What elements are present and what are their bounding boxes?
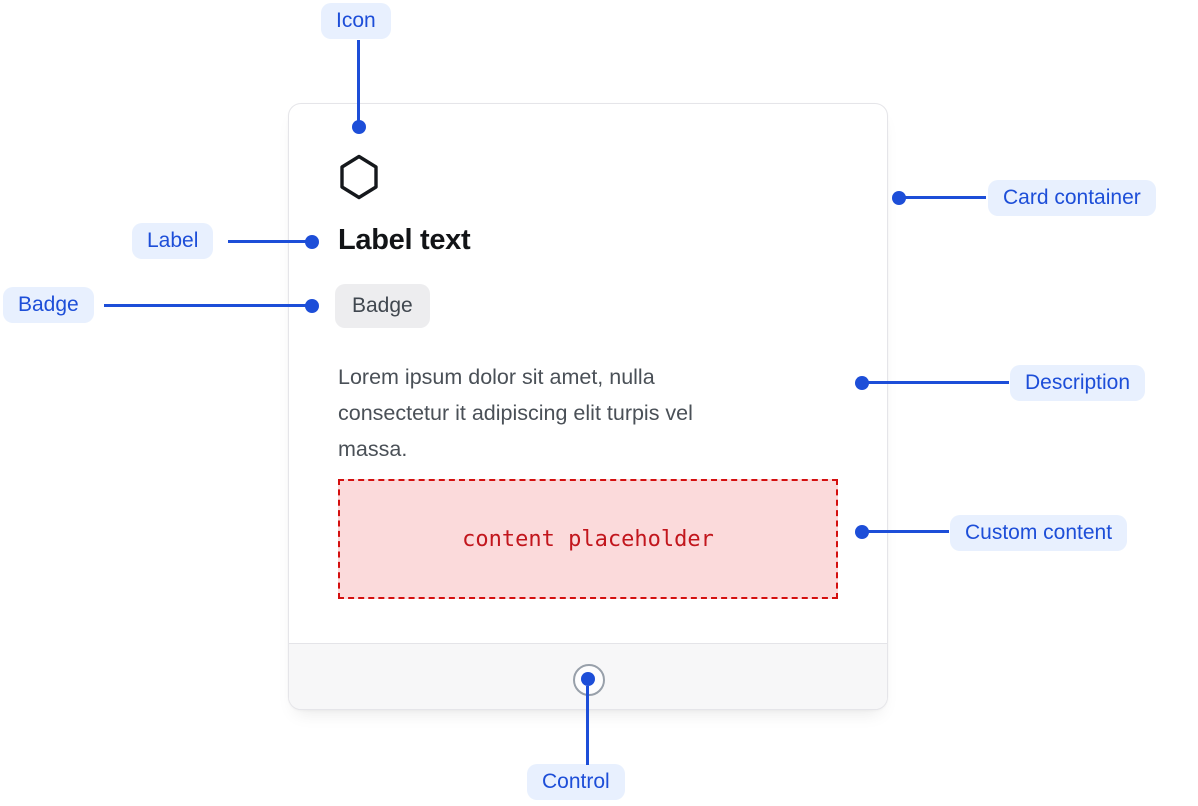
card-description: Lorem ipsum dolor sit amet, nulla consec… bbox=[338, 359, 798, 467]
control-button[interactable] bbox=[573, 664, 605, 696]
card-description-line: massa. bbox=[338, 437, 408, 461]
callout-custom-content: Custom content bbox=[950, 515, 1128, 551]
callout-card-container: Card container bbox=[988, 180, 1156, 216]
callout-icon: Icon bbox=[321, 3, 391, 39]
annotation-line bbox=[868, 530, 949, 533]
annotation-dot bbox=[305, 299, 319, 313]
annotation-line bbox=[357, 40, 360, 122]
annotation-dot bbox=[305, 235, 319, 249]
annotation-dot bbox=[855, 376, 869, 390]
annotation-line bbox=[905, 196, 986, 199]
card-badge: Badge bbox=[335, 284, 430, 328]
annotation-dot bbox=[855, 525, 869, 539]
card-label-text: Label text bbox=[338, 224, 471, 256]
callout-label: Label bbox=[132, 223, 214, 259]
annotation-dot bbox=[581, 672, 595, 686]
hexagon-icon bbox=[339, 154, 379, 200]
placeholder-text: content placeholder bbox=[462, 526, 714, 552]
callout-badge: Badge bbox=[3, 287, 94, 323]
callout-description: Description bbox=[1010, 365, 1146, 401]
custom-content-placeholder: content placeholder bbox=[338, 479, 838, 599]
card-description-line: Lorem ipsum dolor sit amet, nulla bbox=[338, 365, 655, 389]
callout-control: Control bbox=[527, 764, 625, 800]
card-description-line: consectetur it adipiscing elit turpis ve… bbox=[338, 401, 693, 425]
card-container: Label text Badge Lorem ipsum dolor sit a… bbox=[288, 103, 888, 710]
annotation-line bbox=[228, 240, 306, 243]
annotation-line bbox=[868, 381, 1009, 384]
annotation-line bbox=[586, 686, 589, 765]
annotation-line bbox=[104, 304, 306, 307]
annotation-dot bbox=[352, 120, 366, 134]
annotation-dot bbox=[892, 191, 906, 205]
